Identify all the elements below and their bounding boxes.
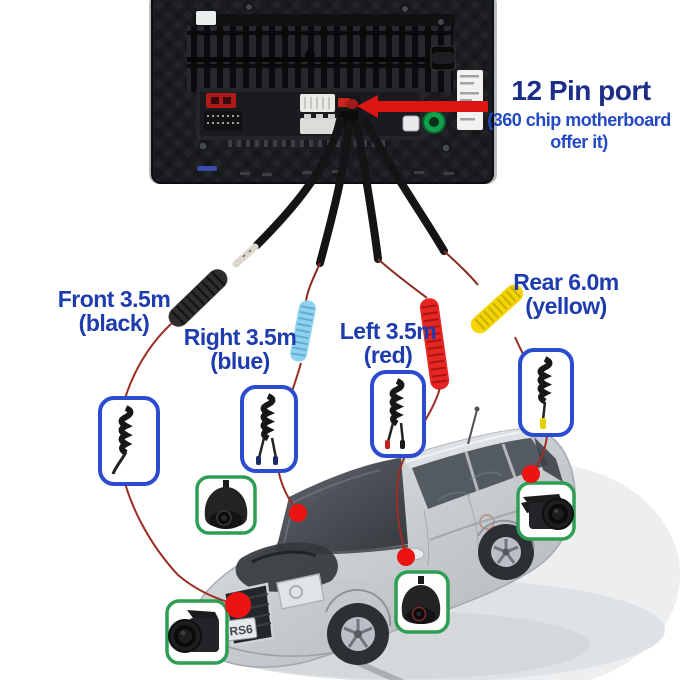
rear-camera-image xyxy=(516,481,576,541)
front-cable-length: Front 3.5m xyxy=(57,286,171,312)
rear-cable-connector xyxy=(470,284,524,334)
sleeve-print xyxy=(242,249,252,258)
left-cable-color: (red) xyxy=(363,341,413,368)
power-connector xyxy=(206,93,236,108)
left-cable-label: Left 3.5m (red) xyxy=(330,318,446,368)
rear-cable-length: Rear 6.0m xyxy=(513,269,619,295)
bundle-box-right xyxy=(240,385,298,473)
right-cable-color: (blue) xyxy=(210,347,270,374)
right-cable-label: Right 3.5m (blue) xyxy=(170,324,310,374)
port-subtitle-line1: (360 chip motherboard xyxy=(487,110,671,130)
roof-antenna xyxy=(467,406,480,445)
license-plate-text: RS6 xyxy=(229,622,254,639)
front-wheel xyxy=(327,603,389,665)
rear-camera-marker xyxy=(522,465,540,483)
port-title: 12 Pin port xyxy=(511,75,651,106)
cable-harness xyxy=(253,116,448,267)
rear-cable-label: Rear 6.0m (yellow) xyxy=(500,269,632,319)
camera-markers xyxy=(225,465,540,618)
screws xyxy=(198,3,451,153)
bundle-box-rear xyxy=(518,348,574,437)
white-connector-a xyxy=(300,94,335,112)
right-camera-marker xyxy=(289,504,307,522)
left-camera-marker xyxy=(397,548,415,566)
front-cable-label: Front 3.5m (black) xyxy=(38,286,190,336)
bundle-box-left xyxy=(370,370,426,458)
antenna-jack-icon xyxy=(422,110,446,134)
right-camera-image xyxy=(195,475,257,535)
rear-wheel xyxy=(478,524,534,580)
port-subtitle: (360 chip motherboard offer it) xyxy=(470,110,680,153)
pin-block xyxy=(204,111,242,131)
front-camera-image xyxy=(165,599,229,665)
top-label-sticker xyxy=(196,11,216,25)
left-cable-connector xyxy=(419,298,450,390)
car-illustration: RS6 xyxy=(192,406,576,680)
right-cable-connector xyxy=(290,300,316,362)
front-camera-marker xyxy=(225,592,251,618)
brand-mark xyxy=(197,166,217,171)
right-cable-length: Right 3.5m xyxy=(183,324,297,350)
front-cable-connector xyxy=(168,269,228,327)
left-cable-length: Left 3.5m xyxy=(339,318,437,344)
bundle-box-front xyxy=(98,396,160,486)
left-camera-image xyxy=(394,570,450,634)
white-connector-b xyxy=(300,114,340,134)
thin-leads xyxy=(305,250,479,302)
front-cable-color: (black) xyxy=(78,309,150,336)
port-arrow xyxy=(357,95,488,118)
rear-cable-color: (yellow) xyxy=(525,292,607,319)
port-subtitle-line2: offer it) xyxy=(550,131,608,152)
wifi-antenna-base xyxy=(402,115,420,132)
